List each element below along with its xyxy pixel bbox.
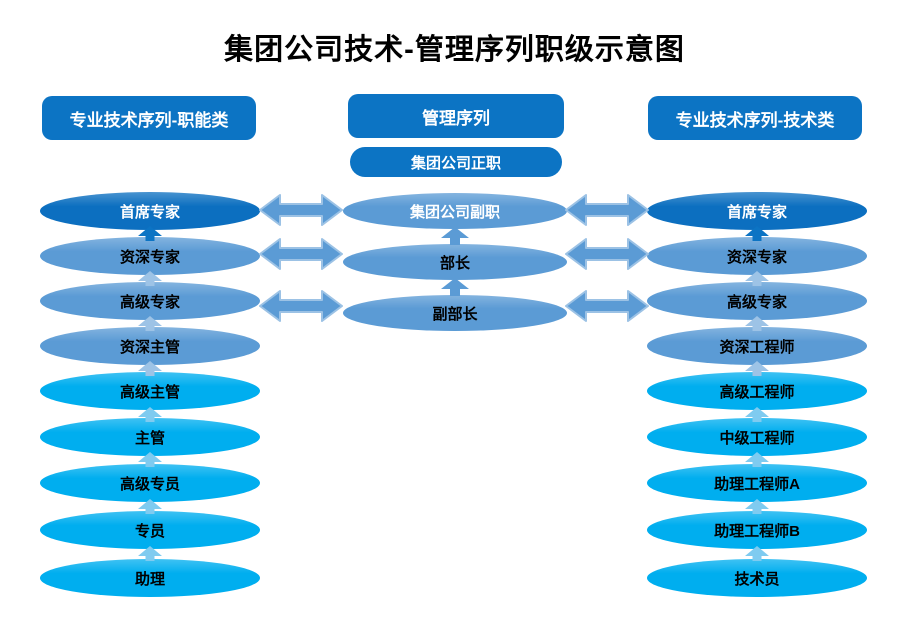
level-ellipse-left-advanced-supervisor: 高级主管: [40, 372, 260, 410]
up-arrow-icon: [138, 407, 162, 422]
up-arrow-icon: [745, 452, 769, 467]
up-arrow-icon: [138, 271, 162, 286]
level-ellipse-right-intermediate-engineer: 中级工程师: [647, 418, 867, 456]
up-arrow-icon: [745, 361, 769, 376]
level-ellipse-right-chief-expert: 首席专家: [647, 192, 867, 230]
level-ellipse-group-deputy: 集团公司副职: [343, 193, 567, 229]
level-ellipse-left-advanced-expert: 高级专家: [40, 282, 260, 320]
up-arrow-icon: [745, 316, 769, 331]
up-arrow-icon: [138, 316, 162, 331]
double-arrow-icon: [565, 290, 649, 322]
header-management-sequence: 管理序列: [348, 94, 564, 138]
up-arrow-icon: [441, 278, 469, 296]
up-arrow-icon: [745, 546, 769, 561]
double-arrow-icon: [259, 290, 343, 322]
up-arrow-icon: [138, 452, 162, 467]
level-ellipse-left-advanced-clerk: 高级专员: [40, 464, 260, 502]
double-arrow-icon: [259, 194, 343, 226]
level-ellipse-left-supervisor: 主管: [40, 418, 260, 456]
double-arrow-icon: [565, 238, 649, 270]
up-arrow-icon: [745, 271, 769, 286]
level-ellipse-left-chief-expert: 首席专家: [40, 192, 260, 230]
up-arrow-icon: [441, 227, 469, 245]
level-ellipse-left-clerk: 专员: [40, 511, 260, 549]
level-ellipse-right-senior-engineer: 资深工程师: [647, 327, 867, 365]
level-ellipse-right-advanced-expert: 高级专家: [647, 282, 867, 320]
double-arrow-icon: [259, 238, 343, 270]
header-left-sequence: 专业技术序列-职能类: [42, 96, 256, 140]
up-arrow-icon: [138, 546, 162, 561]
level-ellipse-deputy-minister: 副部长: [343, 295, 567, 331]
level-ellipse-left-assistant: 助理: [40, 559, 260, 597]
level-ellipse-right-senior-expert: 资深专家: [647, 237, 867, 275]
up-arrow-icon: [745, 499, 769, 514]
double-arrow-icon: [565, 194, 649, 226]
level-ellipse-left-senior-supervisor: 资深主管: [40, 327, 260, 365]
header-right-sequence: 专业技术序列-技术类: [648, 96, 862, 140]
up-arrow-icon: [138, 226, 162, 241]
page-title: 集团公司技术-管理序列职级示意图: [224, 34, 685, 66]
level-ellipse-right-advanced-engineer: 高级工程师: [647, 372, 867, 410]
level-ellipse-right-assistant-engineer-a: 助理工程师A: [647, 464, 867, 502]
level-box-group-principal: 集团公司正职: [350, 147, 562, 177]
level-ellipse-right-technician: 技术员: [647, 559, 867, 597]
level-ellipse-minister: 部长: [343, 244, 567, 280]
level-ellipse-left-senior-expert: 资深专家: [40, 237, 260, 275]
up-arrow-icon: [745, 407, 769, 422]
up-arrow-icon: [138, 361, 162, 376]
level-ellipse-right-assistant-engineer-b: 助理工程师B: [647, 511, 867, 549]
up-arrow-icon: [138, 499, 162, 514]
up-arrow-icon: [745, 226, 769, 241]
